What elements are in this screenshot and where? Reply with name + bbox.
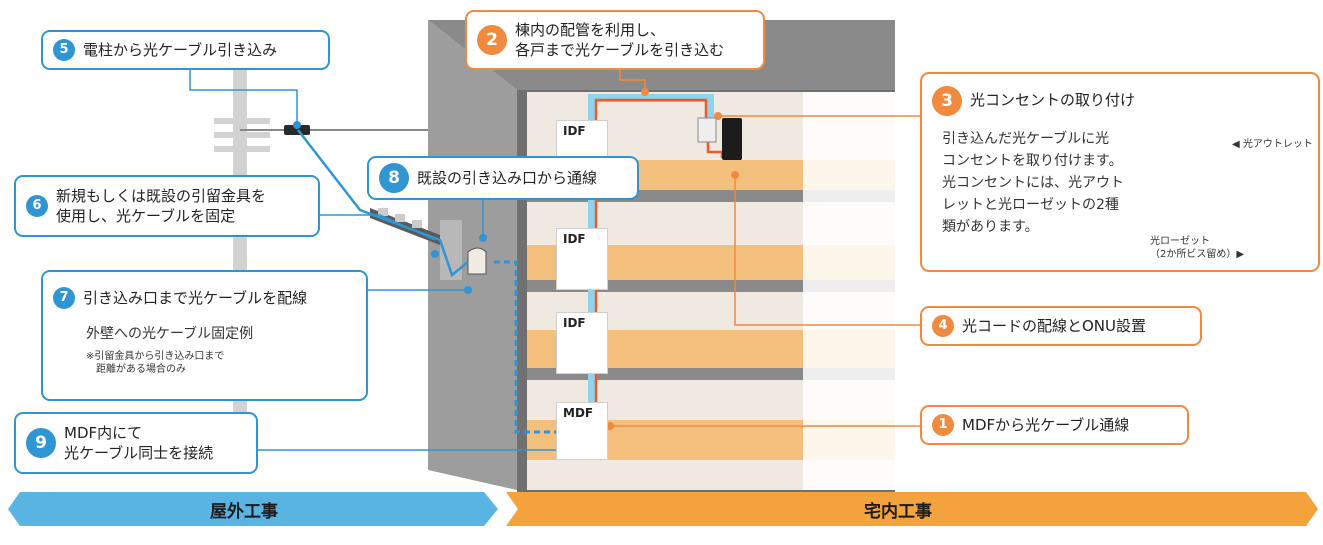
step-9-badge: 9: [26, 428, 56, 458]
callout-4: 4 光コードの配線とONU設置: [920, 306, 1202, 346]
idf-box-lower: IDF: [556, 312, 608, 374]
callout-8: 8 既設の引き込み口から通線: [367, 156, 639, 200]
callout-2-line1: 棟内の配管を利用し、: [515, 21, 666, 39]
rosette-label: 光ローゼット （2か所ビス留め）▶: [1150, 236, 1245, 260]
outlet-label: ◀ 光アウトレット: [1232, 139, 1313, 150]
optical-outlet: [697, 117, 717, 143]
entry-port: [467, 247, 487, 275]
indoor-blue-cable: [494, 260, 575, 434]
callout-7-note: ※引留金具から引き込み口まで 距離がある場合のみ: [86, 351, 225, 375]
callout-6: 6 新規もしくは既設の引留金具を 使用し、光ケーブルを固定: [14, 175, 320, 237]
cable-closure: [284, 125, 310, 135]
callout-5: 5 電柱から光ケーブル引き込み: [41, 30, 330, 70]
callout-1-text: MDFから光ケーブル通線: [962, 416, 1130, 434]
callout-6-line2: 使用し、光ケーブルを固定: [56, 207, 236, 225]
callout-3: 3 光コンセントの取り付け: [920, 72, 1320, 272]
step-7-badge: 7: [53, 287, 75, 309]
callout-3-description: 引き込んだ光ケーブルに光 コンセントを取り付けます。 光コンセントには、光アウト…: [942, 131, 1124, 235]
callout-2: 2 棟内の配管を利用し、 各戸まで光ケーブルを引き込む: [465, 10, 765, 70]
callout-9-line2: 光ケーブル同士を接続: [64, 444, 214, 462]
callout-6-line1: 新規もしくは既設の引留金具を: [56, 187, 267, 205]
step-1-badge: 1: [932, 414, 954, 436]
callout-7-title: 引き込み口まで光ケーブルを配線: [83, 289, 308, 307]
callout-1: 1 MDFから光ケーブル通線: [920, 405, 1189, 445]
step-2-badge: 2: [477, 25, 507, 55]
outdoor-work-arrow: [8, 492, 498, 526]
callout-2-line2: 各戸まで光ケーブルを引き込む: [515, 41, 725, 59]
step-6-badge: 6: [26, 195, 48, 217]
callout-4-text: 光コードの配線とONU設置: [962, 317, 1147, 335]
callout-8-text: 既設の引き込み口から通線: [417, 169, 598, 187]
callout-7: 7 引き込み口まで光ケーブルを配線: [41, 270, 368, 401]
building: [428, 20, 895, 492]
callout-5-text: 電柱から光ケーブル引き込み: [83, 41, 278, 59]
step-3-badge: 3: [932, 86, 962, 116]
outdoor-cable: [297, 129, 469, 278]
indoor-work-arrow: [506, 492, 1318, 526]
indoor-work-label: 宅内工事: [864, 502, 932, 522]
idf-box-middle: IDF: [556, 228, 608, 290]
callout-3-title: 光コンセントの取り付け: [970, 91, 1136, 109]
step-8-badge: 8: [379, 163, 409, 193]
callout-9-line1: MDF内にて: [64, 424, 143, 442]
step-4-badge: 4: [932, 315, 954, 337]
onu-device: [722, 118, 742, 160]
callout-7-subtitle: 外壁への光ケーブル固定例: [86, 326, 254, 342]
callout-9: 9 MDF内にて 光ケーブル同士を接続: [14, 412, 258, 474]
step-5-badge: 5: [53, 39, 75, 61]
outdoor-work-label: 屋外工事: [210, 502, 278, 522]
mdf-box: MDF: [556, 402, 608, 460]
